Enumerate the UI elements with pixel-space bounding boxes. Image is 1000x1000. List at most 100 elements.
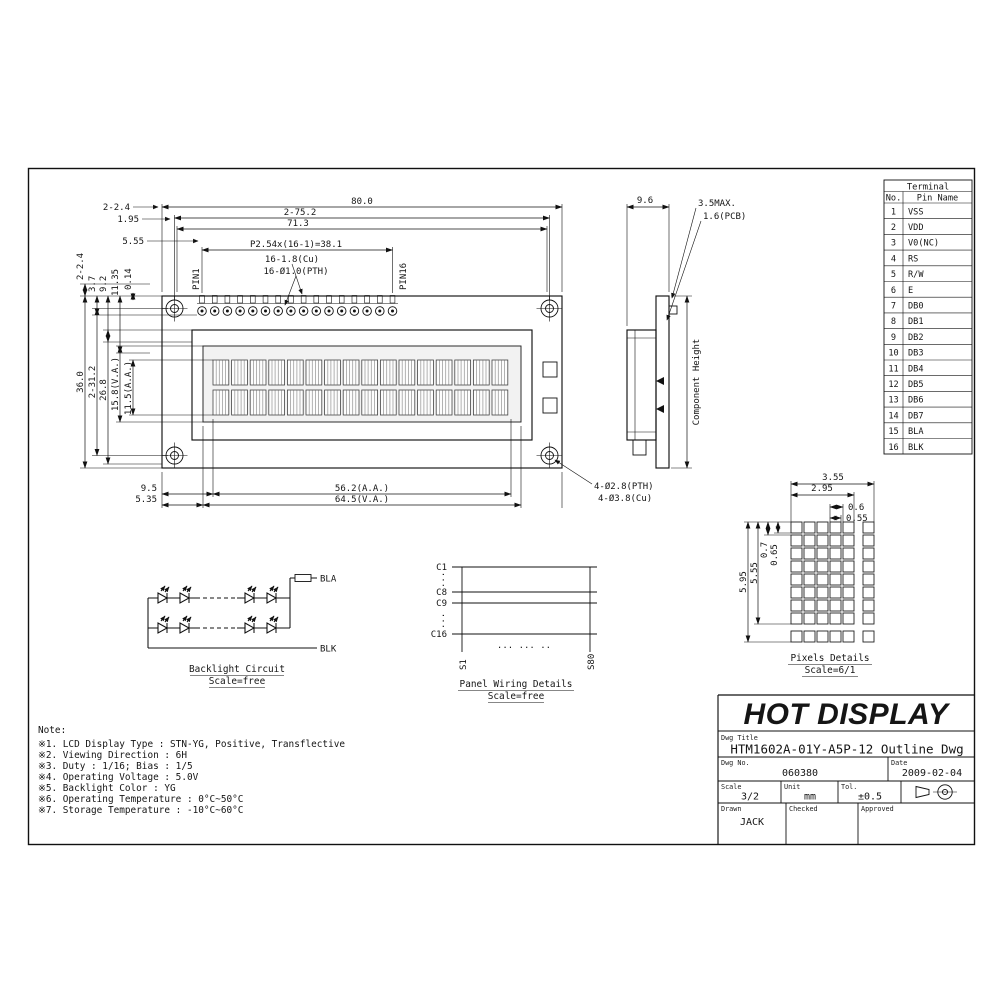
pixel-dot	[790, 573, 803, 586]
panel-wiring-scale: Scale=free	[488, 691, 545, 702]
pin1-label: PIN1	[192, 268, 202, 290]
char-cell	[361, 359, 378, 386]
col-header-no: No.	[886, 194, 902, 204]
notes: Note: ※1. LCD Display Type : STN-YG, Pos…	[38, 725, 345, 816]
pixel-dot	[816, 547, 829, 560]
char-cell	[417, 389, 434, 416]
pin-8	[286, 295, 296, 316]
drawn-label: Drawn	[721, 805, 741, 813]
title-block-border	[717, 694, 975, 845]
terminal-no: 10	[888, 349, 898, 359]
side-view: 9.6 3.5MAX. 1.6(PCB) Component Height	[626, 196, 746, 469]
pixel-dot	[803, 630, 816, 643]
polarizer-arrow	[656, 377, 664, 385]
terminal-pin-name: BLK	[908, 443, 924, 453]
dim-2-31-2: 2-31.2	[88, 366, 98, 399]
pixel-dot	[816, 599, 829, 612]
terminal-no: 16	[888, 443, 898, 453]
backlight-scale: Scale=free	[209, 676, 266, 687]
pixels-details-scale: Scale=6/1	[805, 665, 856, 676]
c8-label: C8	[436, 588, 447, 598]
dim-2-95: 2.95	[811, 484, 833, 494]
terminal-no: 5	[891, 270, 896, 280]
char-cell	[379, 359, 397, 386]
panel-wiring-details: C1 C8 C9 C16 ... ... ... ... .. S1 S80 P…	[431, 563, 597, 703]
dim-0-6: 0.6	[848, 503, 864, 513]
mount-hole	[536, 442, 563, 469]
note-item: ※7. Storage Temperature : -10°C~60°C	[38, 805, 243, 816]
pixel-dot	[862, 573, 875, 586]
dim-0-7: 0.7	[760, 542, 770, 558]
pixel-dot	[816, 612, 829, 625]
pixel-dot	[829, 586, 842, 599]
pin-7	[273, 295, 283, 316]
pin-13	[349, 295, 360, 316]
pin-16	[387, 295, 398, 316]
pixel-dot	[803, 612, 816, 625]
char-cell	[435, 359, 453, 386]
backlight-circuit: BLA BLK Backlight Circuit Scale=free	[147, 574, 337, 688]
char-cell	[305, 389, 323, 416]
char-cell	[454, 359, 471, 386]
col-header-pin-name: Pin Name	[917, 194, 958, 204]
bla-label: BLA	[320, 575, 337, 585]
blk-label: BLK	[320, 645, 337, 655]
pin16-label: PIN16	[399, 263, 409, 290]
pin-2	[209, 295, 220, 316]
terminal-no: 2	[891, 223, 896, 233]
notes-header: Note:	[38, 725, 66, 736]
pixels-details: 3.55 2.95 0.6 0.55 5.95 5.55 0.7 0.65 Pi…	[739, 473, 875, 677]
pixel-dot	[790, 599, 803, 612]
pixel-dot	[803, 599, 816, 612]
pin-12	[336, 295, 347, 316]
pixel-dot	[816, 521, 829, 534]
pixel-dot	[862, 630, 875, 643]
c-dots: ...	[437, 572, 447, 588]
lcd-stack-lines	[627, 330, 656, 440]
char-cell	[305, 359, 323, 386]
dim-9-2: 9.2	[99, 276, 109, 292]
bezel-outline	[191, 329, 533, 441]
dim-11-35: 11.35	[111, 269, 121, 296]
c9-label: C9	[436, 599, 447, 609]
char-cell	[379, 389, 397, 416]
char-cell	[324, 359, 341, 386]
char-cell	[417, 359, 434, 386]
tol-label: Tol.	[841, 783, 857, 791]
dim-26-8: 26.8	[99, 379, 109, 401]
c-dots: ...	[437, 613, 447, 629]
terminal-no: 13	[888, 396, 898, 406]
char-cell	[342, 389, 360, 416]
backlight-foot	[632, 439, 647, 456]
char-cell	[472, 359, 490, 386]
pixel-dot	[803, 547, 816, 560]
terminal-no: 6	[891, 286, 896, 296]
unit-value: mm	[804, 792, 816, 803]
pixel-dot	[842, 521, 855, 534]
dim-3-7: 3.7	[88, 276, 98, 292]
terminal-pin-name: R/W	[908, 270, 924, 280]
pixel-dot	[842, 586, 855, 599]
pixel-dot	[816, 573, 829, 586]
terminal-pin-name: DB6	[908, 396, 924, 406]
dim-3-5-max: 3.5MAX.	[698, 199, 736, 209]
terminal-no: 12	[888, 380, 898, 390]
projection-symbol	[915, 784, 957, 800]
terminal-no: 9	[891, 333, 896, 343]
panel-wiring-title: Panel Wiring Details	[460, 679, 573, 690]
pixel-dot	[829, 630, 842, 643]
pin-6	[260, 295, 271, 316]
leader-1-6pcb	[666, 220, 702, 321]
pixel-dot	[816, 630, 829, 643]
char-cell	[491, 359, 509, 386]
dim-1-6-pcb: 1.6(PCB)	[703, 212, 746, 222]
table-grid-lines	[884, 191, 972, 454]
dim-holes: 16-Ø1.0(PTH)	[263, 266, 328, 277]
led-symbol	[259, 586, 283, 603]
terminal-no: 4	[891, 254, 896, 264]
scale-value: 3/2	[741, 792, 759, 803]
led-symbol	[172, 616, 196, 633]
pixel-dot	[862, 560, 875, 573]
pixel-dot	[842, 612, 855, 625]
